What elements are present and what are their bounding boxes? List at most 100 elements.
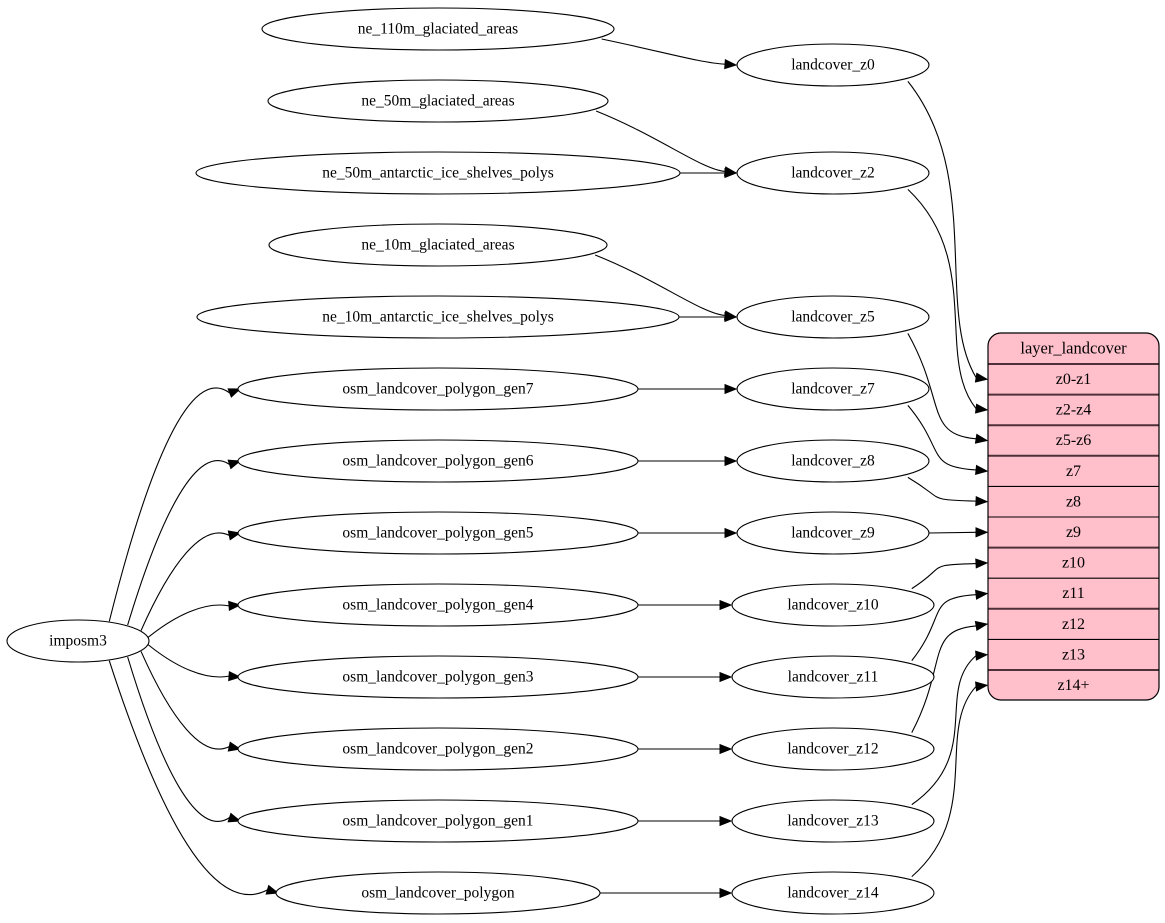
node-shape[interactable] [736,439,930,483]
node-ne_10m_glaciated_areas[interactable]: ne_10m_glaciated_areas [268,223,608,267]
node-shape[interactable] [267,79,609,123]
node-shape[interactable] [237,367,639,411]
edge [911,686,977,878]
node-label: osm_landcover_polygon_gen4 [342,597,533,614]
edge [911,594,977,661]
node-label: ne_110m_glaciated_areas [358,21,518,38]
edge [911,562,977,590]
arrowhead [974,433,989,444]
node-label: osm_landcover_polygon_gen6 [342,453,533,470]
node-ne_10m_antarctic_ice_shelves_polys[interactable]: ne_10m_antarctic_ice_shelves_polys [196,295,680,339]
node-landcover_z13[interactable]: landcover_z13 [731,799,935,843]
node-shape[interactable] [736,511,930,555]
node-shape[interactable] [195,151,681,195]
table-row-label[interactable]: z13 [1062,646,1085,663]
arrowhead [719,887,733,899]
node-label: ne_50m_antarctic_ice_shelves_polys [322,165,554,182]
arrowhead [228,670,242,682]
table-row-label[interactable]: z9 [1066,524,1081,541]
table-row-label[interactable]: z8 [1066,493,1081,510]
node-shape[interactable] [275,871,601,915]
nodes-layer: ne_110m_glaciated_areas ne_50m_glaciated_… [6,7,935,915]
node-shape[interactable] [6,619,150,663]
node-shape[interactable] [237,727,639,771]
node-shape[interactable] [237,439,639,483]
arrowhead [227,530,242,541]
table-row-label[interactable]: z10 [1062,555,1085,572]
node-ne_110m_glaciated_areas[interactable]: ne_110m_glaciated_areas [261,7,615,51]
node-landcover_z7[interactable]: landcover_z7 [736,367,930,411]
table-row-label[interactable]: z0-z1 [1056,371,1092,388]
node-shape[interactable] [736,367,930,411]
node-label: landcover_z8 [791,453,875,470]
node-shape[interactable] [731,727,935,771]
node-landcover_z8[interactable]: landcover_z8 [736,439,930,483]
arrowhead [227,812,242,823]
arrowhead [975,464,989,476]
node-landcover_z5[interactable]: landcover_z5 [736,295,930,339]
node-shape[interactable] [736,295,930,339]
node-shape[interactable] [731,799,935,843]
node-shape[interactable] [736,151,930,195]
node-landcover_z14[interactable]: landcover_z14 [731,871,935,915]
node-landcover_z12[interactable]: landcover_z12 [731,727,935,771]
node-shape[interactable] [268,223,608,267]
node-shape[interactable] [237,799,639,843]
node-shape[interactable] [196,295,680,339]
edge [147,644,230,678]
node-landcover_z10[interactable]: landcover_z10 [731,583,935,627]
table-row-label[interactable]: z5-z6 [1056,432,1092,449]
node-ne_50m_glaciated_areas[interactable]: ne_50m_glaciated_areas [267,79,609,123]
node-shape[interactable] [731,655,935,699]
table-row-label[interactable]: z2-z4 [1056,402,1092,419]
node-landcover_z9[interactable]: landcover_z9 [736,511,930,555]
node-label: landcover_z12 [787,741,878,758]
node-shape[interactable] [736,43,930,87]
node-shape[interactable] [731,583,935,627]
node-label: landcover_z0 [791,57,875,74]
arrowhead [724,167,738,179]
node-osm_landcover_polygon_gen2[interactable]: osm_landcover_polygon_gen2 [237,727,639,771]
arrowhead [975,558,989,569]
node-landcover_z2[interactable]: landcover_z2 [736,151,930,195]
node-osm_landcover_polygon_gen6[interactable]: osm_landcover_polygon_gen6 [237,439,639,483]
node-osm_landcover_polygon_gen3[interactable]: osm_landcover_polygon_gen3 [237,655,639,699]
arrowhead [719,815,733,827]
arrowhead [227,459,242,470]
node-ne_50m_antarctic_ice_shelves_polys[interactable]: ne_50m_antarctic_ice_shelves_polys [195,151,681,195]
node-label: osm_landcover_polygon_gen2 [342,741,533,758]
edge [907,405,977,471]
edge [911,625,977,733]
edges-layer [108,38,989,899]
table-row-label[interactable]: z14+ [1057,677,1089,694]
table-row-label[interactable]: z11 [1062,585,1085,602]
node-imposm3[interactable]: imposm3 [6,619,150,663]
node-label: osm_landcover_polygon_gen3 [342,669,533,686]
node-shape[interactable] [237,511,639,555]
node-osm_landcover_polygon_gen5[interactable]: osm_landcover_polygon_gen5 [237,511,639,555]
edge [140,651,230,750]
edge [601,38,726,65]
node-shape[interactable] [261,7,615,51]
node-shape[interactable] [237,655,639,699]
node-osm_landcover_polygon_gen4[interactable]: osm_landcover_polygon_gen4 [237,583,639,627]
node-shape[interactable] [237,583,639,627]
node-label: osm_landcover_polygon_gen5 [342,525,533,542]
node-osm_landcover_polygon[interactable]: osm_landcover_polygon [275,871,601,915]
node-label: ne_10m_glaciated_areas [361,237,514,254]
table-row-label[interactable]: z7 [1066,463,1081,480]
arrowhead [724,311,738,323]
node-osm_landcover_polygon_gen7[interactable]: osm_landcover_polygon_gen7 [237,367,639,411]
node-osm_landcover_polygon_gen1[interactable]: osm_landcover_polygon_gen1 [237,799,639,843]
arrowhead [719,743,733,755]
table-row-label[interactable]: z12 [1062,616,1085,633]
node-label: ne_50m_glaciated_areas [361,93,514,110]
node-label: landcover_z14 [787,885,878,902]
node-shape[interactable] [731,871,935,915]
node-label: landcover_z11 [788,669,879,686]
node-label: landcover_z7 [791,381,875,398]
arrowhead [974,372,989,383]
node-landcover_z11[interactable]: landcover_z11 [731,655,935,699]
arrowhead [724,455,738,467]
node-landcover_z0[interactable]: landcover_z0 [736,43,930,87]
